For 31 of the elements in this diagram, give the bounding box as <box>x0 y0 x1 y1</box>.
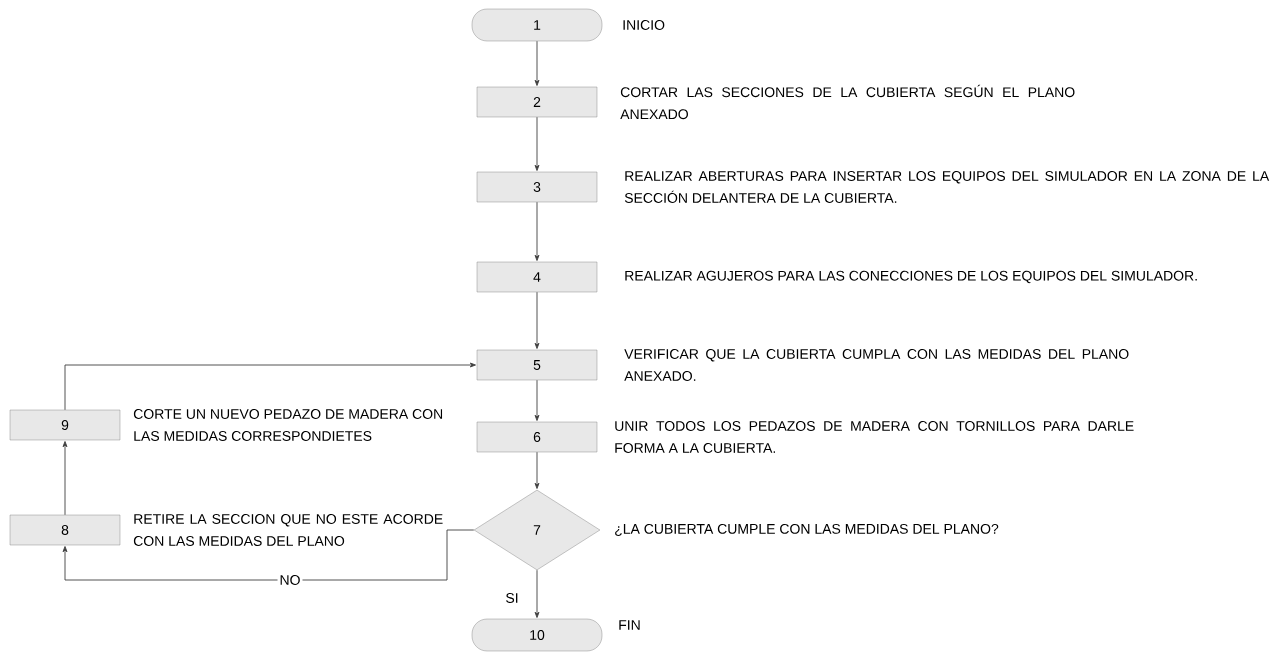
arrow <box>534 291 540 349</box>
arrow <box>62 441 68 516</box>
edge-label: SI <box>503 591 521 605</box>
edge-label: NO <box>277 573 303 587</box>
step-description: CORTE UN NUEVO PEDAZO DE MADERA CON LAS MEDIDAS CORRESPONDIETES <box>133 409 443 441</box>
step-description: FIN <box>619 620 640 630</box>
step-description: REALIZAR ABERTURAS PARA INSERTAR LOS EQUIPOS DEL SIMULADOR EN LA ZONA DE LA SECCIÓN DELANTERA DE LA CUBIERTA. <box>624 171 1270 203</box>
arrow <box>534 451 540 489</box>
arrow <box>534 569 540 618</box>
step-description: CORTAR LAS SECCIONES DE LA CUBIERTA SEGÚN EL PLANO ANEXADO <box>620 84 1075 120</box>
arrow <box>534 379 540 421</box>
terminal-box: 1 <box>471 8 603 42</box>
arrow <box>534 201 540 261</box>
process-box: 8 <box>9 514 121 546</box>
step-description: UNIR TODOS LOS PEDAZOS DE MADERA CON TORNILLOS PARA DARLE FORMA A LA CUBIERTA. <box>615 421 1134 453</box>
step-description: ¿LA CUBIERTA CUMPLE CON LAS MEDIDAS DEL PLANO? <box>615 523 999 537</box>
step-description: INICIO <box>623 20 665 30</box>
process-box: 6 <box>476 421 598 453</box>
step-description: REALIZAR AGUJEROS PARA LAS CONECCIONES DE LOS EQUIPOS DEL SIMULADOR. <box>625 270 1197 284</box>
process-box: 4 <box>476 261 598 293</box>
step-description: VERIFICAR QUE LA CUBIERTA CUMPLA CON LAS MEDIDAS DEL PLANO ANEXADO. <box>624 349 1129 381</box>
process-box: 9 <box>9 409 121 441</box>
terminal-box: 10 <box>471 618 603 652</box>
step-description: RETIRE LA SECCION QUE NO ESTE ACORDE CON LAS MEDIDAS DEL PLANO <box>133 514 443 546</box>
arrow <box>64 362 476 411</box>
arrow <box>534 116 540 171</box>
process-box: 3 <box>476 171 598 203</box>
process-box: 5 <box>476 349 598 381</box>
arrow <box>62 529 475 581</box>
process-box: 2 <box>476 86 598 118</box>
arrow <box>534 40 540 86</box>
